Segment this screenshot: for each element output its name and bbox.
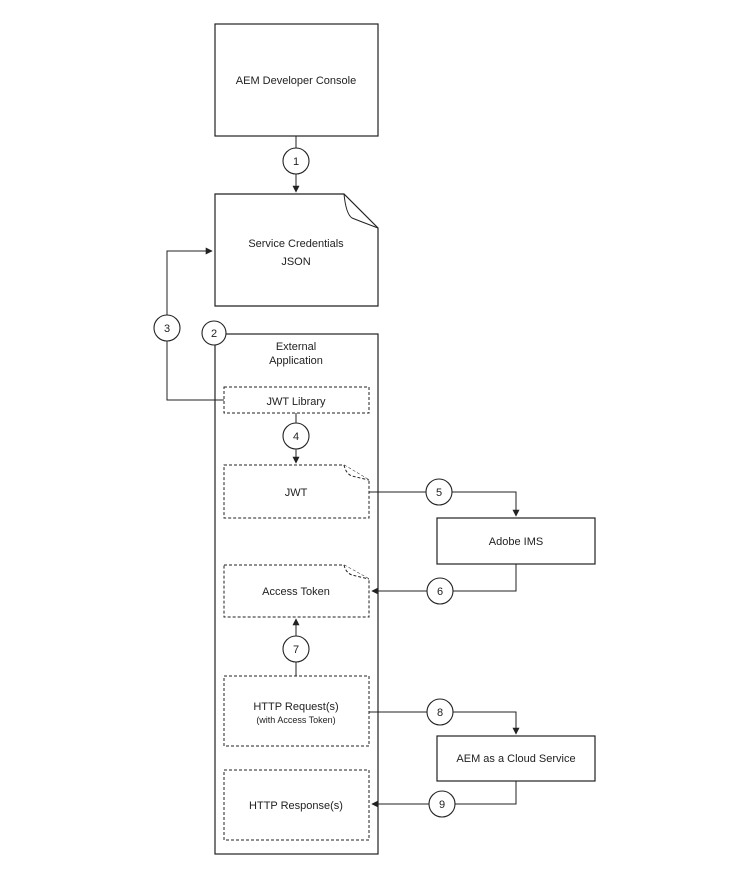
step-7-circle: 7 — [282, 635, 310, 663]
external-application-label-1: External — [276, 341, 316, 353]
jwt-library-label: JWT Library — [266, 396, 326, 408]
step-7-number: 7 — [293, 644, 299, 656]
http-response-label: HTTP Response(s) — [249, 800, 343, 812]
step-3-circle: 3 — [153, 314, 181, 342]
step-2-circle: 2 — [201, 320, 227, 346]
jwt-library-node: JWT Library — [223, 386, 370, 414]
step-5-circle: 5 — [425, 478, 453, 506]
connector-3-upper — [166, 247, 213, 315]
step-9-number: 9 — [439, 799, 445, 811]
step-5-number: 5 — [436, 487, 442, 499]
connector-3-lower — [166, 341, 224, 401]
developer-console-node: AEM Developer Console — [214, 23, 379, 137]
external-application-label-2: Application — [269, 355, 323, 367]
developer-console-label: AEM Developer Console — [236, 75, 356, 87]
http-response-node: HTTP Response(s) — [223, 769, 370, 841]
aem-cloud-service-label: AEM as a Cloud Service — [456, 753, 575, 765]
step-8-circle: 8 — [426, 698, 454, 726]
access-token-node: Access Token — [223, 564, 370, 618]
step-4-circle: 4 — [282, 422, 310, 450]
step-6-number: 6 — [437, 586, 443, 598]
connector-8-right — [453, 711, 520, 735]
aem-cloud-service-node: AEM as a Cloud Service — [436, 735, 596, 782]
service-credentials-label-1: Service Credentials — [248, 238, 344, 250]
connector-5-right — [452, 491, 520, 517]
step-4-number: 4 — [293, 431, 299, 443]
service-credentials-node: Service Credentials JSON — [214, 193, 379, 307]
step-1-number: 1 — [293, 156, 299, 168]
connector-6-right — [453, 564, 517, 592]
http-request-note: (with Access Token) — [256, 715, 335, 725]
jwt-node: JWT — [223, 464, 370, 519]
access-token-label: Access Token — [262, 586, 330, 598]
step-8-number: 8 — [437, 707, 443, 719]
adobe-ims-node: Adobe IMS — [436, 517, 596, 565]
http-request-node: HTTP Request(s) (with Access Token) — [223, 675, 370, 747]
step-1-circle: 1 — [282, 147, 310, 175]
jwt-label: JWT — [285, 487, 308, 499]
adobe-ims-label: Adobe IMS — [489, 536, 543, 548]
step-2-number: 2 — [211, 328, 217, 340]
step-3-number: 3 — [164, 323, 170, 335]
service-credentials-label-2: JSON — [281, 256, 310, 268]
step-6-circle: 6 — [426, 577, 454, 605]
step-9-circle: 9 — [428, 790, 456, 818]
connector-9-right — [455, 781, 517, 805]
http-request-label: HTTP Request(s) — [253, 701, 338, 713]
